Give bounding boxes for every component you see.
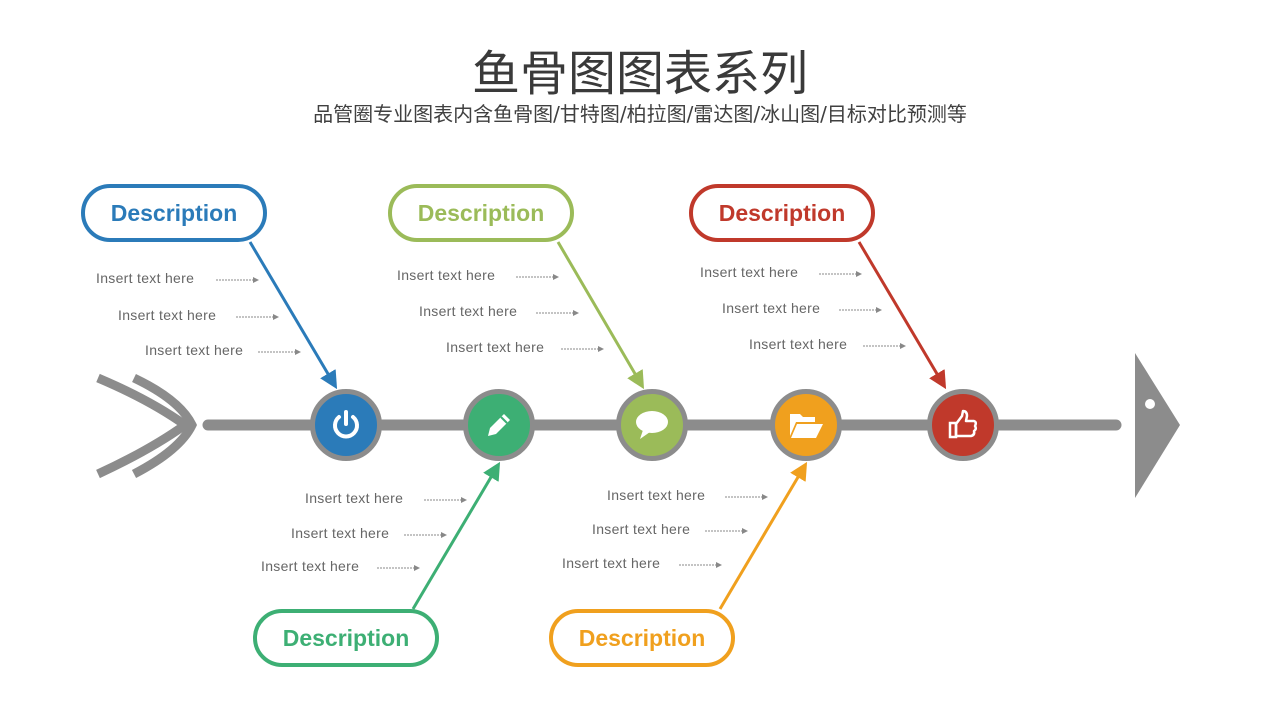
orange-branch-arrow bbox=[718, 461, 808, 610]
blue-item-text: Insert text here bbox=[96, 270, 195, 286]
orange-description-label: Description bbox=[549, 609, 735, 667]
node-power bbox=[310, 389, 382, 461]
blue-description-label: Description bbox=[81, 184, 267, 242]
green-description-label: Description bbox=[253, 609, 439, 667]
fish-head bbox=[1135, 353, 1180, 498]
lime-item-text: Insert text here bbox=[419, 303, 518, 319]
node-speech-bubble bbox=[616, 389, 688, 461]
blue-item-text: Insert text here bbox=[118, 307, 217, 323]
speech-bubble-icon bbox=[633, 408, 671, 442]
orange-item-text: Insert text here bbox=[562, 555, 661, 571]
fish-tail bbox=[96, 373, 197, 479]
red-branch-arrow bbox=[857, 241, 947, 390]
red-item-text: Insert text here bbox=[722, 300, 821, 316]
thumbs-up-icon bbox=[946, 408, 980, 442]
lime-branch-arrow bbox=[556, 241, 645, 390]
green-item-text: Insert text here bbox=[291, 525, 390, 541]
node-pencil bbox=[463, 389, 535, 461]
green-item-text: Insert text here bbox=[305, 490, 404, 506]
orange-item-text: Insert text here bbox=[607, 487, 706, 503]
red-item-text: Insert text here bbox=[749, 336, 848, 352]
red-item-text: Insert text here bbox=[700, 264, 799, 280]
green-branch-arrow bbox=[411, 461, 501, 610]
lime-item-text: Insert text here bbox=[446, 339, 545, 355]
power-icon bbox=[329, 408, 363, 442]
red-description-label: Description bbox=[689, 184, 875, 242]
page-title: 鱼骨图图表系列 bbox=[471, 46, 808, 102]
node-thumbs-up bbox=[927, 389, 999, 461]
node-folder-open bbox=[770, 389, 842, 461]
blue-branch-arrow bbox=[248, 241, 338, 390]
lime-description-label: Description bbox=[388, 184, 574, 242]
pencil-icon bbox=[482, 408, 516, 442]
page-subtitle: 品管圈专业图表内含鱼骨图/甘特图/柏拉图/雷达图/冰山图/目标对比预测等 bbox=[313, 102, 967, 126]
orange-item-text: Insert text here bbox=[592, 521, 691, 537]
folder-open-icon bbox=[787, 408, 825, 442]
green-item-text: Insert text here bbox=[261, 558, 360, 574]
blue-item-text: Insert text here bbox=[145, 342, 244, 358]
lime-item-text: Insert text here bbox=[397, 267, 496, 283]
